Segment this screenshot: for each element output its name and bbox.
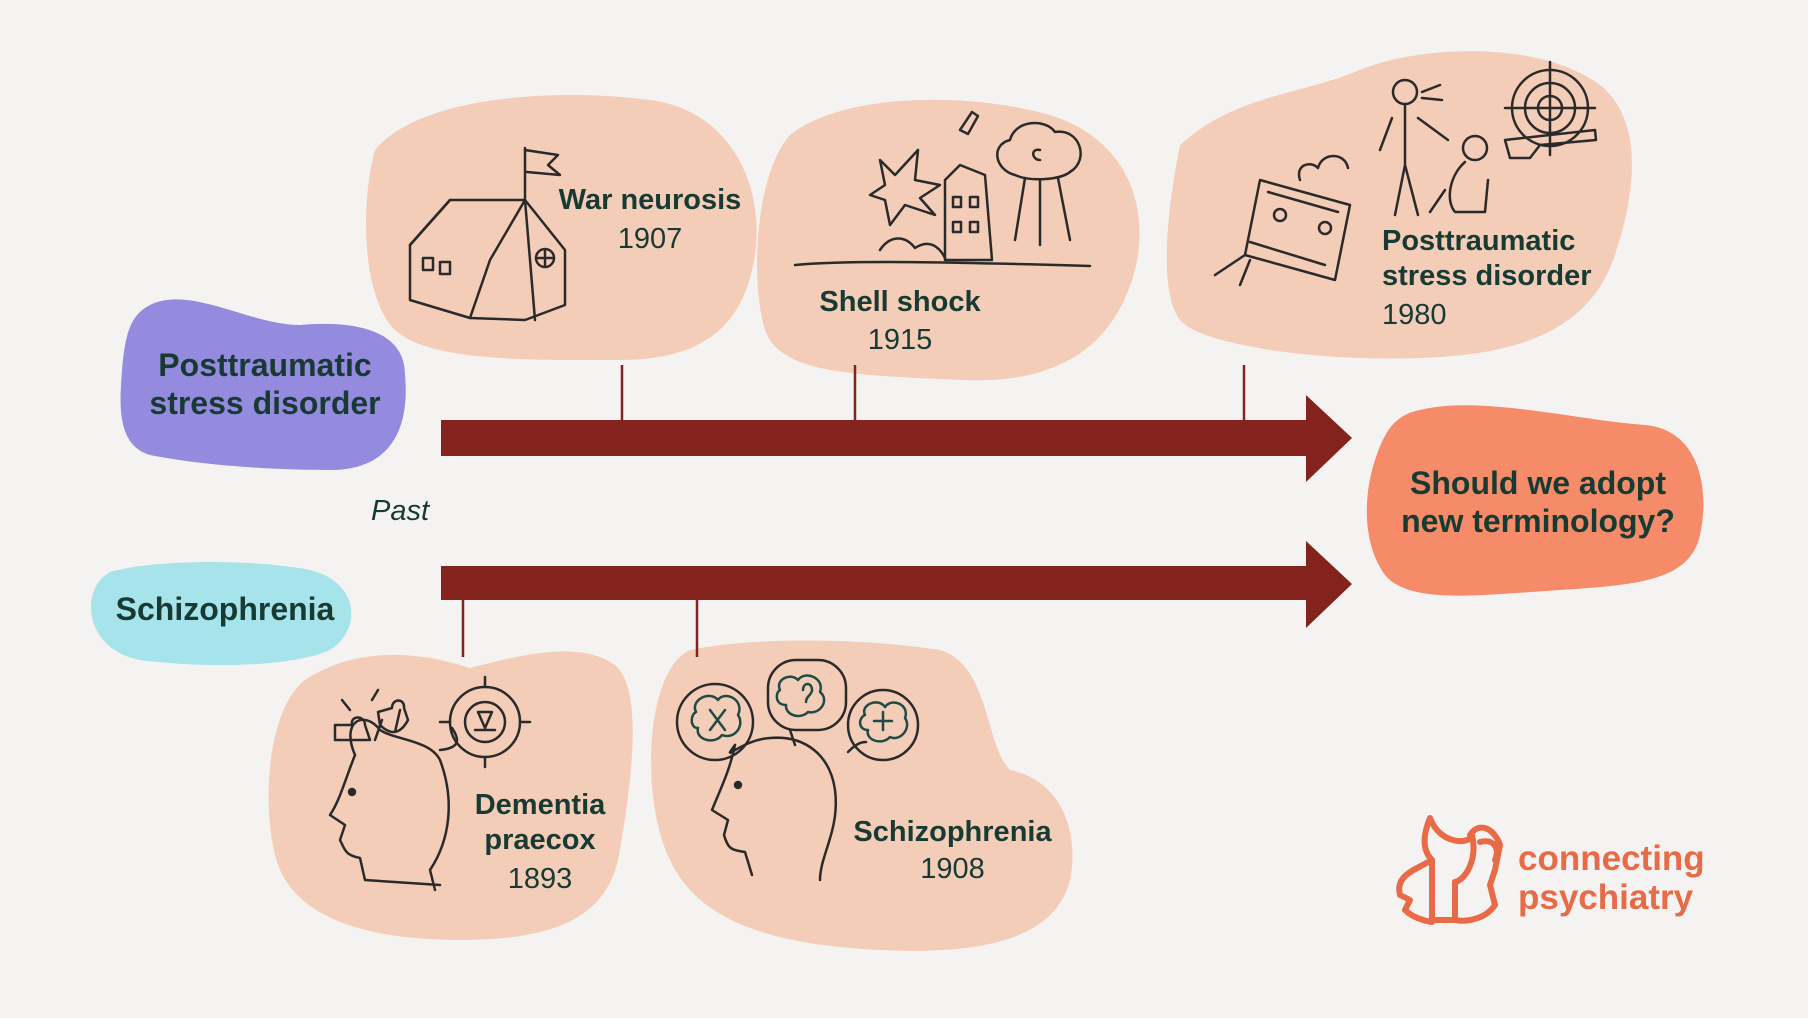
question-blob [1366, 405, 1704, 596]
brand-name: connecting psychiatry [1518, 839, 1778, 917]
ptsd-category-label: Posttraumatic stress disorder [149, 347, 381, 422]
brand-line-1: connecting [1518, 839, 1705, 878]
head-puzzle-icon [328, 675, 532, 892]
schizophrenia-category-label: Schizophrenia [115, 591, 335, 627]
term-shell-shock: Shell shock [819, 286, 981, 318]
year-ptsd: 1980 [1382, 299, 1447, 331]
question-text: Should we adopt new terminology? [1401, 465, 1675, 540]
year-war-neurosis: 1907 [617, 223, 683, 255]
bubble-ptsd [1166, 51, 1632, 359]
bombing-ruins-icon [793, 110, 1092, 268]
schizophrenia-category-blob [90, 562, 352, 666]
ptsd-category-blob [120, 299, 406, 470]
field-hospital-tent-icon [408, 146, 567, 322]
term-schizophrenia: Schizophrenia [853, 816, 1052, 848]
past-label: Past [370, 495, 430, 527]
timeline-ticks [461, 365, 1246, 657]
ptsd-arrow [441, 395, 1352, 482]
bubble-dementia-praecox [268, 651, 633, 940]
head-brains-icon [675, 658, 920, 882]
bubble-schizophrenia [651, 640, 1073, 951]
term-dementia-praecox: Dementia praecox [474, 789, 606, 856]
term-ptsd: Posttraumatic stress disorder [1382, 225, 1592, 292]
brand-line-2: psychiatry [1518, 877, 1694, 917]
schizophrenia-arrow [441, 541, 1352, 628]
year-dementia-praecox: 1893 [507, 863, 573, 895]
bubble-shell-shock [757, 99, 1140, 381]
year-shell-shock: 1915 [867, 324, 933, 356]
connecting-psychiatry-logo-icon [1396, 815, 1503, 925]
bubble-war-neurosis [366, 95, 757, 361]
trauma-events-icon [1213, 60, 1598, 287]
term-war-neurosis: War neurosis [558, 184, 742, 216]
year-schizophrenia: 1908 [920, 853, 985, 885]
